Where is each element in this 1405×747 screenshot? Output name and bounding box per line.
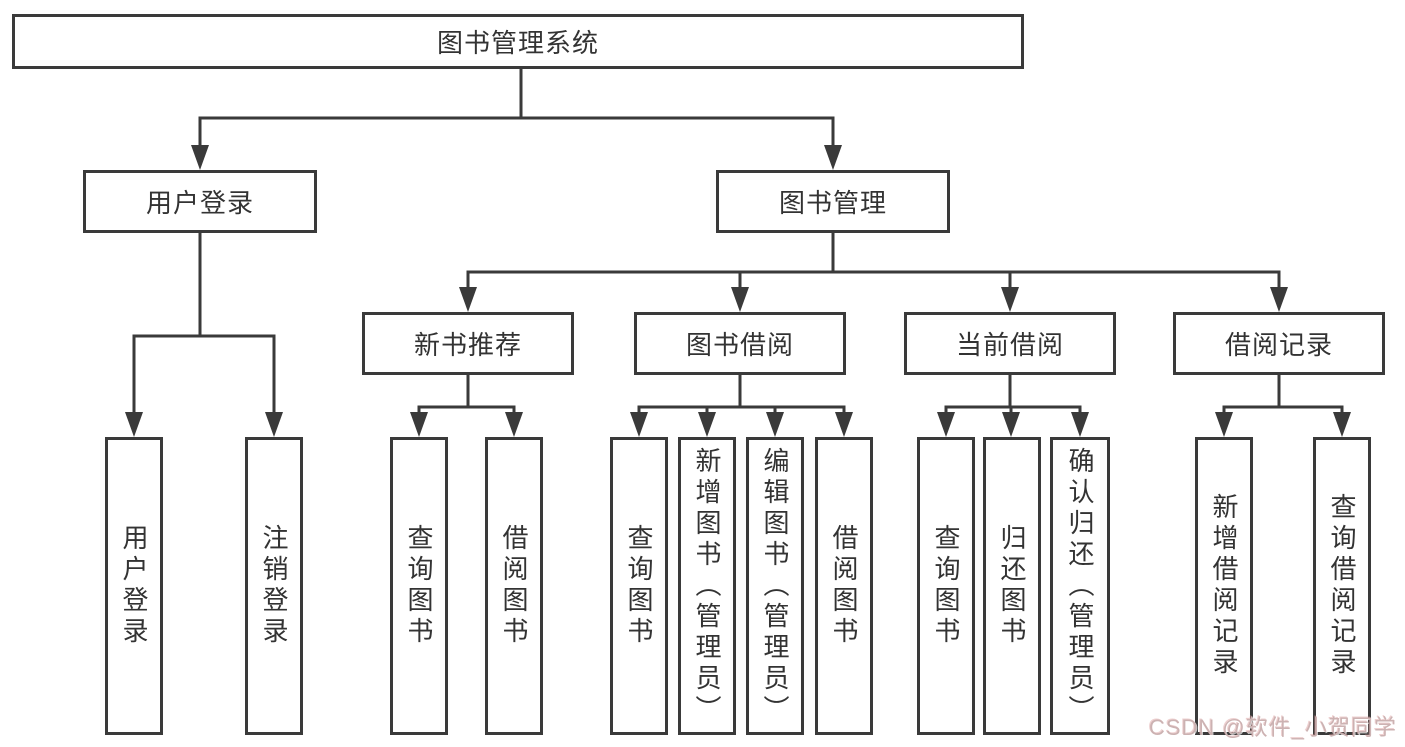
leaf-query-borrow-record: 查询借阅记录 bbox=[1313, 437, 1371, 735]
connector-root-to-level2 bbox=[191, 67, 842, 170]
leaf-add-borrow-record: 新增借阅记录 bbox=[1195, 437, 1253, 735]
leaf-query-books-recommend: 查询图书 bbox=[390, 437, 448, 735]
leaf-query-books-current: 查询图书 bbox=[917, 437, 975, 735]
node-user-login: 用户登录 bbox=[83, 170, 317, 233]
leaf-confirm-return-admin: 确认归还（管理员） bbox=[1050, 437, 1110, 735]
leaf-logout: 注销登录 bbox=[245, 437, 303, 735]
leaf-borrow-books-borrowing: 借阅图书 bbox=[815, 437, 873, 735]
leaf-user-login: 用户登录 bbox=[105, 437, 163, 735]
node-borrowing-records: 借阅记录 bbox=[1173, 312, 1385, 375]
node-book-borrowing: 图书借阅 bbox=[634, 312, 846, 375]
connector-borrow-records-to-leaves bbox=[1215, 373, 1351, 437]
node-new-book-recommend: 新书推荐 bbox=[362, 312, 574, 375]
node-root-system: 图书管理系统 bbox=[12, 14, 1024, 69]
node-book-management: 图书管理 bbox=[716, 170, 950, 233]
node-current-borrowing: 当前借阅 bbox=[904, 312, 1116, 375]
leaf-edit-books-admin: 编辑图书（管理员） bbox=[746, 437, 804, 735]
connector-new-book-to-leaves bbox=[410, 373, 523, 437]
leaf-return-books: 归还图书 bbox=[983, 437, 1041, 735]
leaf-add-books-admin: 新增图书（管理员） bbox=[678, 437, 736, 735]
connector-book-mgmt-to-level3 bbox=[459, 231, 1288, 312]
leaf-borrow-books-recommend: 借阅图书 bbox=[485, 437, 543, 735]
connector-user-login-to-leaves bbox=[125, 231, 283, 437]
leaf-query-books-borrowing: 查询图书 bbox=[610, 437, 668, 735]
csdn-watermark: CSDN @软件_小贺同学 bbox=[1148, 715, 1397, 740]
connector-book-borrow-to-leaves bbox=[630, 373, 853, 437]
connector-current-borrow-to-leaves bbox=[937, 373, 1089, 437]
